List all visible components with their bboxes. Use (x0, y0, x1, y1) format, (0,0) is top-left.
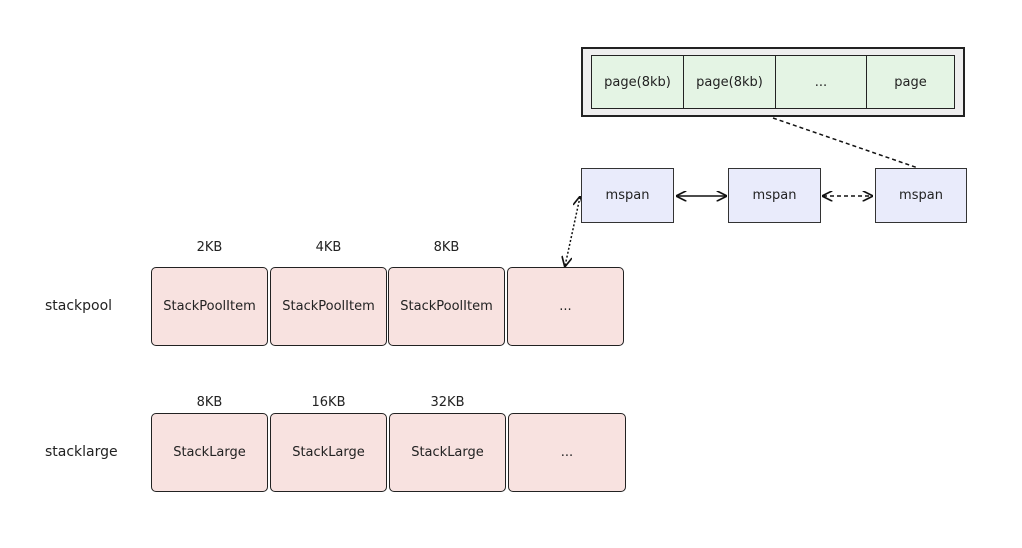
stackpool-item: StackPoolItem (388, 267, 505, 346)
stacklarge-item: StackLarge (389, 413, 506, 492)
mspan-node: mspan (875, 168, 967, 223)
page-cell-ellipsis: ... (776, 56, 867, 108)
page-cell: page(8kb) (592, 56, 684, 108)
page-cell: page(8kb) (684, 56, 776, 108)
page-block-frame: page(8kb) page(8kb) ... page (581, 47, 965, 117)
page-to-mspan-dashed-line (772, 117, 919, 169)
stacklarge-item-ellipsis: ... (508, 413, 626, 492)
stacklarge-size-label: 32KB (430, 395, 465, 410)
stacklarge-size-label: 16KB (311, 395, 346, 410)
page-cell: page (867, 56, 954, 108)
stackpool-label: stackpool (45, 298, 113, 314)
stacklarge-item: StackLarge (270, 413, 387, 492)
stackpool-size-label: 2KB (196, 240, 223, 255)
stackpool-item: StackPoolItem (151, 267, 268, 346)
mspan-node: mspan (728, 168, 821, 223)
stacklarge-item: StackLarge (151, 413, 268, 492)
mspan-to-stackpool-dotted-arrow (565, 197, 580, 266)
page-block: page(8kb) page(8kb) ... page (591, 55, 955, 109)
mspan-node: mspan (581, 168, 674, 223)
stackpool-item-ellipsis: ... (507, 267, 624, 346)
stackpool-item: StackPoolItem (270, 267, 387, 346)
stacklarge-size-label: 8KB (196, 395, 223, 410)
stackpool-size-label: 4KB (315, 240, 342, 255)
stacklarge-label: stacklarge (45, 444, 118, 460)
stackpool-size-label: 8KB (433, 240, 460, 255)
